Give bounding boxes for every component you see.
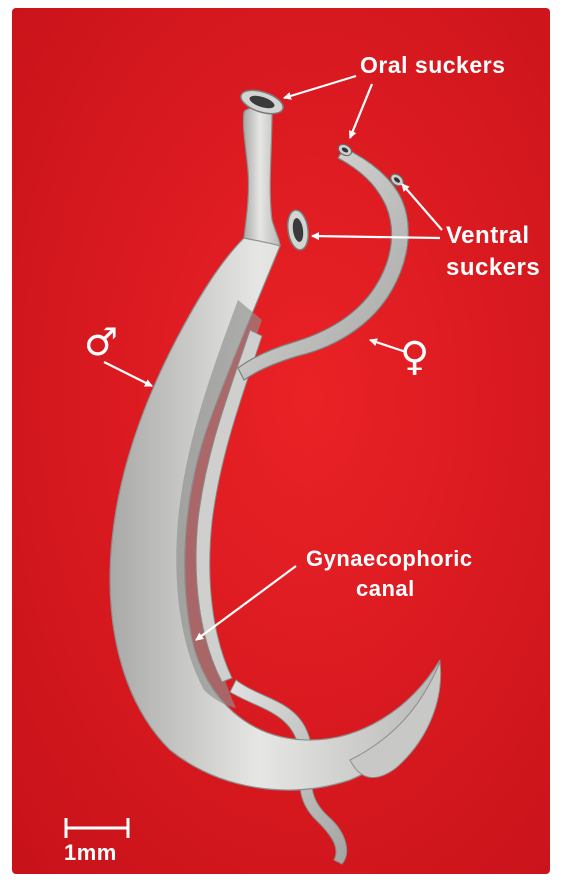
label-ventral-suckers-line1: Ventral	[446, 222, 530, 250]
label-female-symbol: ♀	[400, 334, 430, 380]
label-gynaecophoric-line1: Gynaecophoric	[306, 546, 473, 572]
label-ventral-suckers-line2: suckers	[446, 254, 540, 282]
label-scale-bar: 1mm	[64, 840, 117, 866]
label-oral-suckers: Oral suckers	[360, 52, 505, 79]
label-gynaecophoric-line2: canal	[356, 576, 415, 602]
label-male-symbol: ♂	[84, 320, 119, 364]
